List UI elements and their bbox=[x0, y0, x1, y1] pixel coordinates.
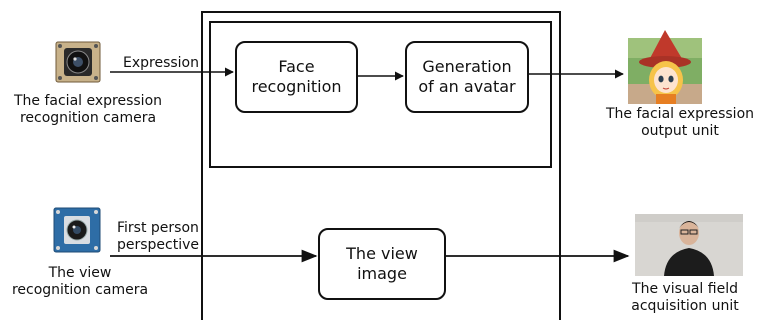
avatar-generation-node: Generation of an avatar bbox=[405, 41, 529, 113]
edge-label-first-person: First person perspective bbox=[117, 220, 200, 253]
avatar-image bbox=[628, 30, 702, 104]
visual-field-label: The visual field acquisition unit bbox=[631, 281, 739, 314]
edge-label-expression: Expression bbox=[123, 55, 199, 71]
view-camera-label: The view recognition camera bbox=[11, 265, 149, 298]
person-photo bbox=[635, 214, 743, 276]
face-recognition-node: Face recognition bbox=[235, 41, 358, 113]
facial-output-label: The facial expression output unit bbox=[605, 106, 755, 139]
facial-camera-icon bbox=[55, 41, 101, 83]
view-camera-icon bbox=[53, 207, 101, 253]
facial-camera-label: The facial expression recognition camera bbox=[13, 93, 163, 126]
view-image-node: The view image bbox=[318, 228, 446, 300]
system-outer-frame bbox=[201, 11, 561, 320]
expression-subsystem-frame bbox=[209, 21, 552, 168]
